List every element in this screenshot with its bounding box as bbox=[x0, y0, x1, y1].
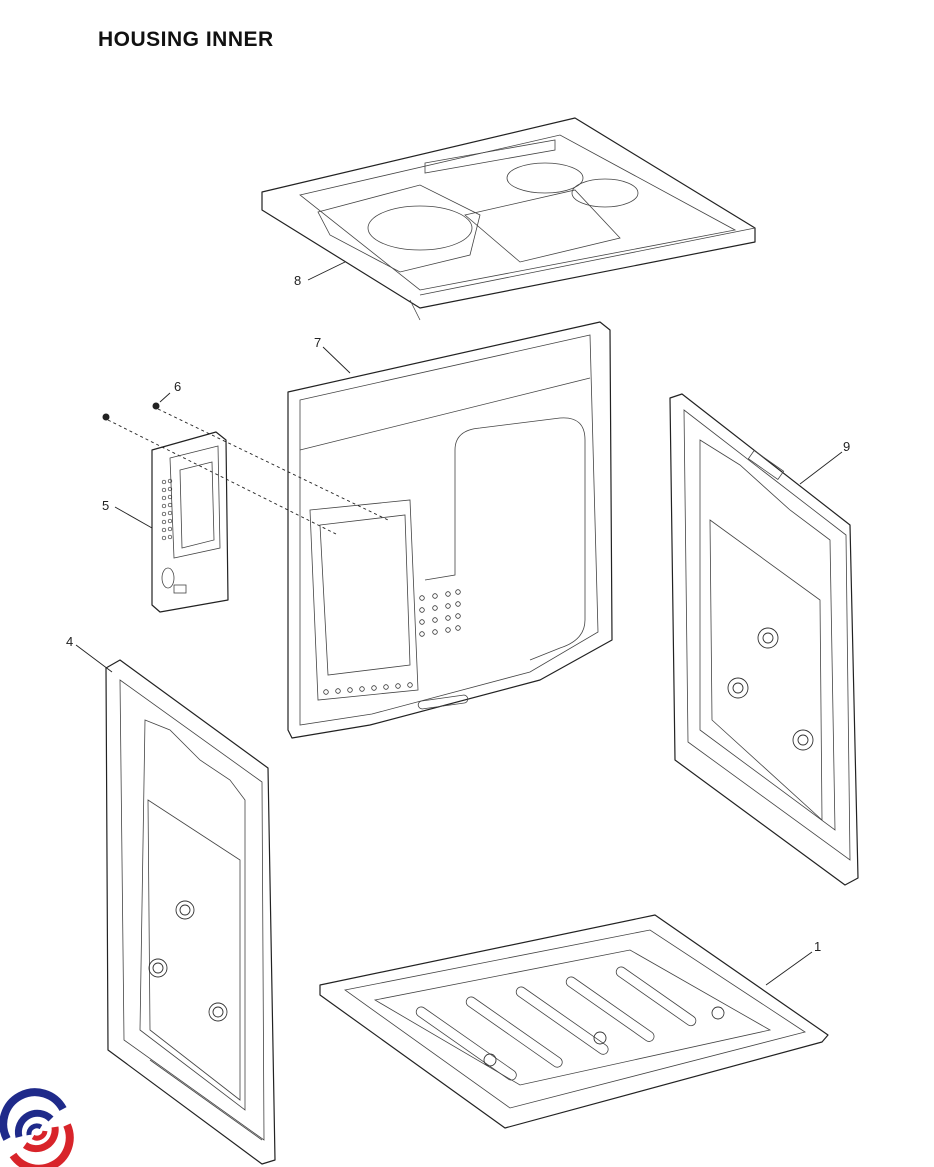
part-7-back-panel bbox=[287, 321, 613, 739]
callout-5: 5 bbox=[102, 498, 109, 513]
part-5-cover-plate bbox=[151, 431, 229, 613]
brand-logo bbox=[0, 1088, 74, 1167]
part-6-screws bbox=[102, 402, 389, 535]
part-8-top-panel bbox=[261, 117, 756, 321]
part-1-bottom-panel bbox=[319, 914, 829, 1129]
callout-6: 6 bbox=[174, 379, 181, 394]
part-4-left-side-panel bbox=[105, 659, 276, 1165]
callout-8: 8 bbox=[294, 273, 301, 288]
callout-4: 4 bbox=[66, 634, 73, 649]
callout-7: 7 bbox=[314, 335, 321, 350]
page-title: HOUSING INNER bbox=[98, 28, 274, 51]
vent-holes bbox=[323, 589, 461, 695]
callout-1: 1 bbox=[814, 939, 821, 954]
part-9-right-side-panel bbox=[669, 393, 859, 886]
callout-9: 9 bbox=[843, 439, 850, 454]
